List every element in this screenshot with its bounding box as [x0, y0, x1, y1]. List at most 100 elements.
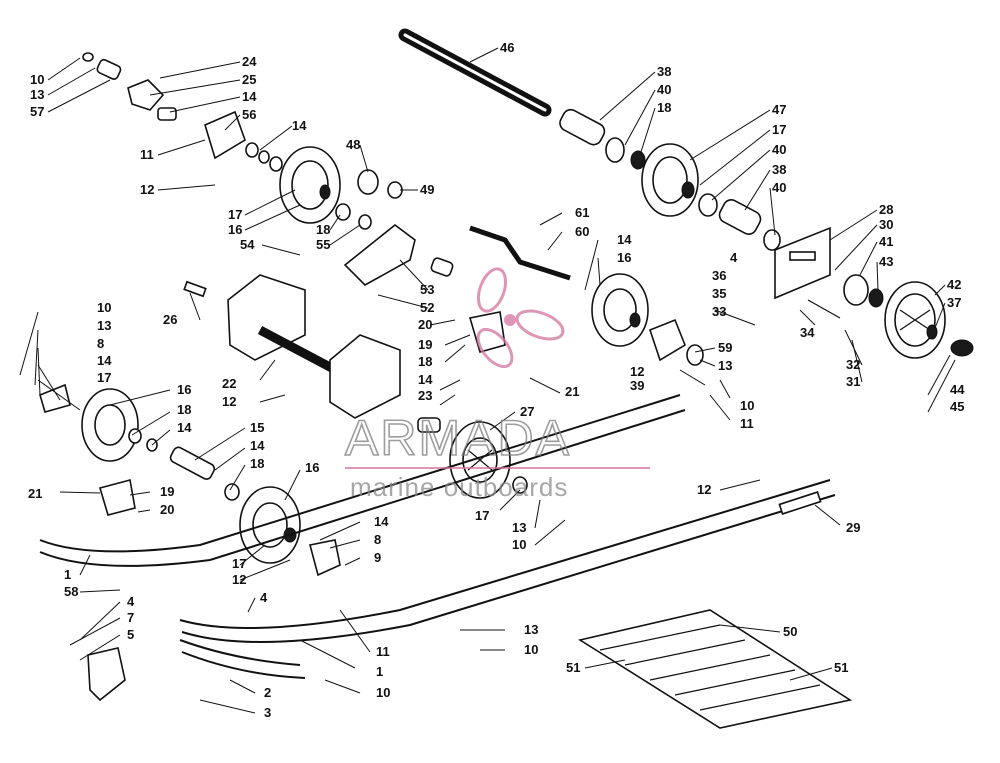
callout: 58	[64, 584, 78, 599]
callout: 17	[475, 508, 489, 523]
callout: 50	[783, 624, 797, 639]
callout: 17	[772, 122, 786, 137]
callout: 43	[879, 254, 893, 269]
callout: 51	[566, 660, 580, 675]
callout: 19	[418, 337, 432, 352]
callout: 52	[420, 300, 434, 315]
callout: 21	[28, 486, 42, 501]
callout: 60	[575, 224, 589, 239]
callout: 18	[250, 456, 264, 471]
propeller-logo-icon	[476, 267, 565, 369]
callout: 22	[222, 376, 236, 391]
callout: 20	[418, 317, 432, 332]
callout: 14	[97, 353, 112, 368]
callout: 14	[374, 514, 389, 529]
callout: 31	[846, 374, 860, 389]
callout: 3	[264, 705, 271, 720]
callout: 11	[140, 147, 154, 162]
callout: 15	[250, 420, 264, 435]
callout: 14	[617, 232, 632, 247]
callout: 17	[228, 207, 242, 222]
callout: 49	[420, 182, 434, 197]
callout: 39	[630, 378, 644, 393]
callout: 16	[177, 382, 191, 397]
callout: 10	[524, 642, 538, 657]
callout: 4	[730, 250, 738, 265]
callout: 24	[242, 54, 257, 69]
slide-rails	[39, 394, 836, 679]
callout: 14	[292, 118, 307, 133]
callout: 42	[947, 277, 961, 292]
callout: 19	[160, 484, 174, 499]
callout: 51	[834, 660, 848, 675]
callout: 34	[800, 325, 815, 340]
callout: 13	[97, 318, 111, 333]
shaft-46	[398, 28, 552, 117]
callout: 12	[630, 364, 644, 379]
callout: 30	[879, 217, 893, 232]
callout: 12	[232, 572, 246, 587]
right-center-wheel	[591, 273, 704, 366]
callout: 14	[250, 438, 265, 453]
upper-idler-wheel	[279, 146, 403, 230]
callout: 14	[177, 420, 192, 435]
callout: 35	[712, 286, 726, 301]
callout: 17	[97, 370, 111, 385]
callout: 10	[376, 685, 390, 700]
callout: 14	[418, 372, 433, 387]
callout: 40	[657, 82, 671, 97]
callout: 14	[242, 89, 257, 104]
callout: 1	[376, 664, 383, 679]
callout: 12	[140, 182, 154, 197]
callout: 23	[418, 388, 432, 403]
callout: 12	[697, 482, 711, 497]
callout: 53	[420, 282, 434, 297]
callout: 8	[97, 336, 104, 351]
callout: 13	[524, 622, 538, 637]
small-brackets	[87, 311, 506, 702]
callout: 16	[305, 460, 319, 475]
callout: 16	[228, 222, 242, 237]
callout: 37	[947, 295, 961, 310]
callout: 44	[950, 382, 965, 397]
callout: 5	[127, 627, 134, 642]
drive-track-segment	[577, 609, 853, 729]
callout: 11	[740, 416, 754, 431]
callout: 38	[772, 162, 786, 177]
rear-idler-wheel	[714, 281, 974, 359]
callout: 54	[240, 237, 255, 252]
watermark-tagline: marine outboards	[350, 472, 568, 502]
callout: 9	[374, 550, 381, 565]
callout: 18	[316, 222, 330, 237]
callout: 47	[772, 102, 786, 117]
watermark: ARMADA marine outboards	[344, 267, 650, 502]
callout: 32	[846, 357, 860, 372]
callout: 20	[160, 502, 174, 517]
callout: 29	[846, 520, 860, 535]
callout: 13	[30, 87, 44, 102]
callout: 13	[718, 358, 732, 373]
callout: 21	[565, 384, 579, 399]
callout: 16	[617, 250, 631, 265]
callout-labels: 10 13 57 24 25 14 56 46 38 40 18 47 17 4…	[28, 40, 965, 720]
watermark-brand: ARMADA	[345, 410, 571, 466]
callout: 12	[222, 394, 236, 409]
callout: 11	[376, 644, 390, 659]
callout: 7	[127, 610, 134, 625]
callout: 46	[500, 40, 514, 55]
callout: 61	[575, 205, 589, 220]
upper-left-mount-assembly	[82, 52, 283, 172]
callout: 57	[30, 104, 44, 119]
crank-rod-60	[469, 225, 571, 281]
callout: 18	[177, 402, 191, 417]
callout: 33	[712, 304, 726, 319]
spacer-15	[169, 446, 240, 501]
callout: 40	[772, 180, 786, 195]
leader-lines	[19, 47, 956, 714]
callout: 26	[163, 312, 177, 327]
left-idler-wheel	[39, 383, 158, 462]
callout: 4	[127, 594, 135, 609]
rear-bracket-plate	[774, 226, 884, 308]
front-crossbar-bracket	[183, 274, 401, 419]
